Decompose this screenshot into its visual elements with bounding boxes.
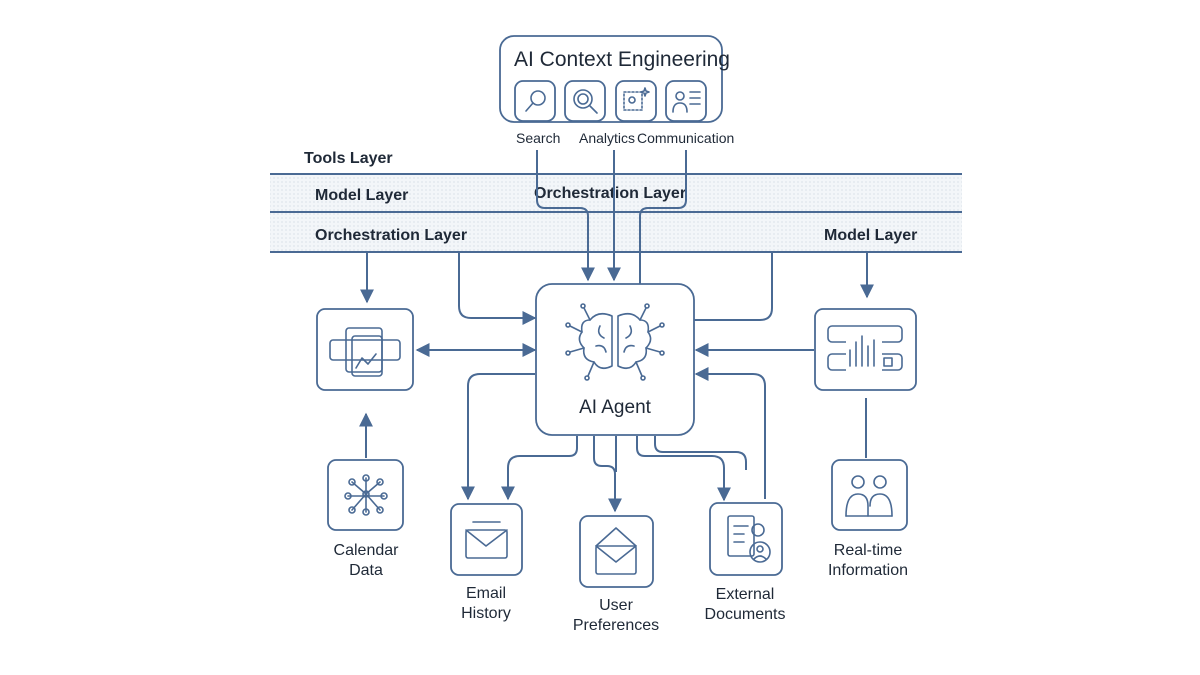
preferences-label-line1: User bbox=[599, 597, 633, 614]
envelope-icon bbox=[595, 527, 637, 575]
orchestration-layer-band bbox=[270, 212, 962, 252]
tool-search bbox=[514, 80, 556, 122]
tool-communication bbox=[665, 80, 707, 122]
email-label-line1: Email bbox=[466, 585, 506, 602]
agent-label: AI Agent bbox=[579, 397, 652, 418]
tool-analytics bbox=[564, 80, 606, 122]
realtime-label-line2: Information bbox=[828, 562, 908, 579]
document-user-icon bbox=[727, 515, 771, 563]
search-icon bbox=[525, 90, 546, 112]
image-sparkle-icon bbox=[623, 87, 650, 111]
documents-label-line1: External bbox=[716, 586, 775, 603]
calendar-label-line1: Calendar bbox=[334, 542, 400, 559]
analytics-icon bbox=[573, 89, 598, 114]
model-layer-label-left: Model Layer bbox=[315, 187, 408, 204]
left-module-node bbox=[316, 308, 414, 391]
connectors bbox=[359, 150, 874, 513]
tool-label-analytics: Analytics bbox=[579, 130, 635, 146]
ai-agent-node: AI Agent bbox=[535, 283, 695, 436]
network-grid-icon bbox=[344, 474, 388, 516]
email-label-line2: History bbox=[461, 605, 511, 622]
calendar-label-line2: Data bbox=[349, 562, 383, 579]
model-layer-label-right: Model Layer bbox=[824, 227, 917, 244]
documents-label-line2: Documents bbox=[705, 606, 786, 623]
tool-image bbox=[615, 80, 657, 122]
tool-label-communication: Communication bbox=[637, 130, 734, 146]
preferences-label-line2: Preferences bbox=[573, 617, 659, 634]
calendar-data-node: Calendar Data bbox=[327, 459, 404, 579]
orchestration-layer-label-left: Orchestration Layer bbox=[315, 227, 467, 244]
layer-bands bbox=[270, 173, 962, 253]
tools-layer-label: Tools Layer bbox=[304, 150, 393, 167]
diagram-title: AI Context Engineering bbox=[514, 48, 730, 71]
external-documents-node: External Documents bbox=[705, 502, 786, 623]
brain-circuit-icon bbox=[565, 303, 665, 381]
orchestration-layer-label-top: Orchestration Layer bbox=[534, 185, 686, 202]
people-icon bbox=[845, 475, 893, 517]
envelope-icon bbox=[465, 521, 508, 559]
bar-chart-icon bbox=[827, 325, 903, 372]
email-history-node: Email History bbox=[450, 503, 523, 622]
layered-cards-icon bbox=[329, 327, 401, 377]
user-preferences-node: User Preferences bbox=[573, 515, 659, 634]
right-module-node bbox=[814, 308, 917, 391]
user-document-icon bbox=[672, 91, 701, 113]
realtime-information-node: Real-time Information bbox=[828, 459, 908, 579]
model-layer-band bbox=[270, 174, 962, 212]
tool-label-search: Search bbox=[516, 130, 560, 146]
realtime-label-line1: Real-time bbox=[834, 542, 903, 559]
